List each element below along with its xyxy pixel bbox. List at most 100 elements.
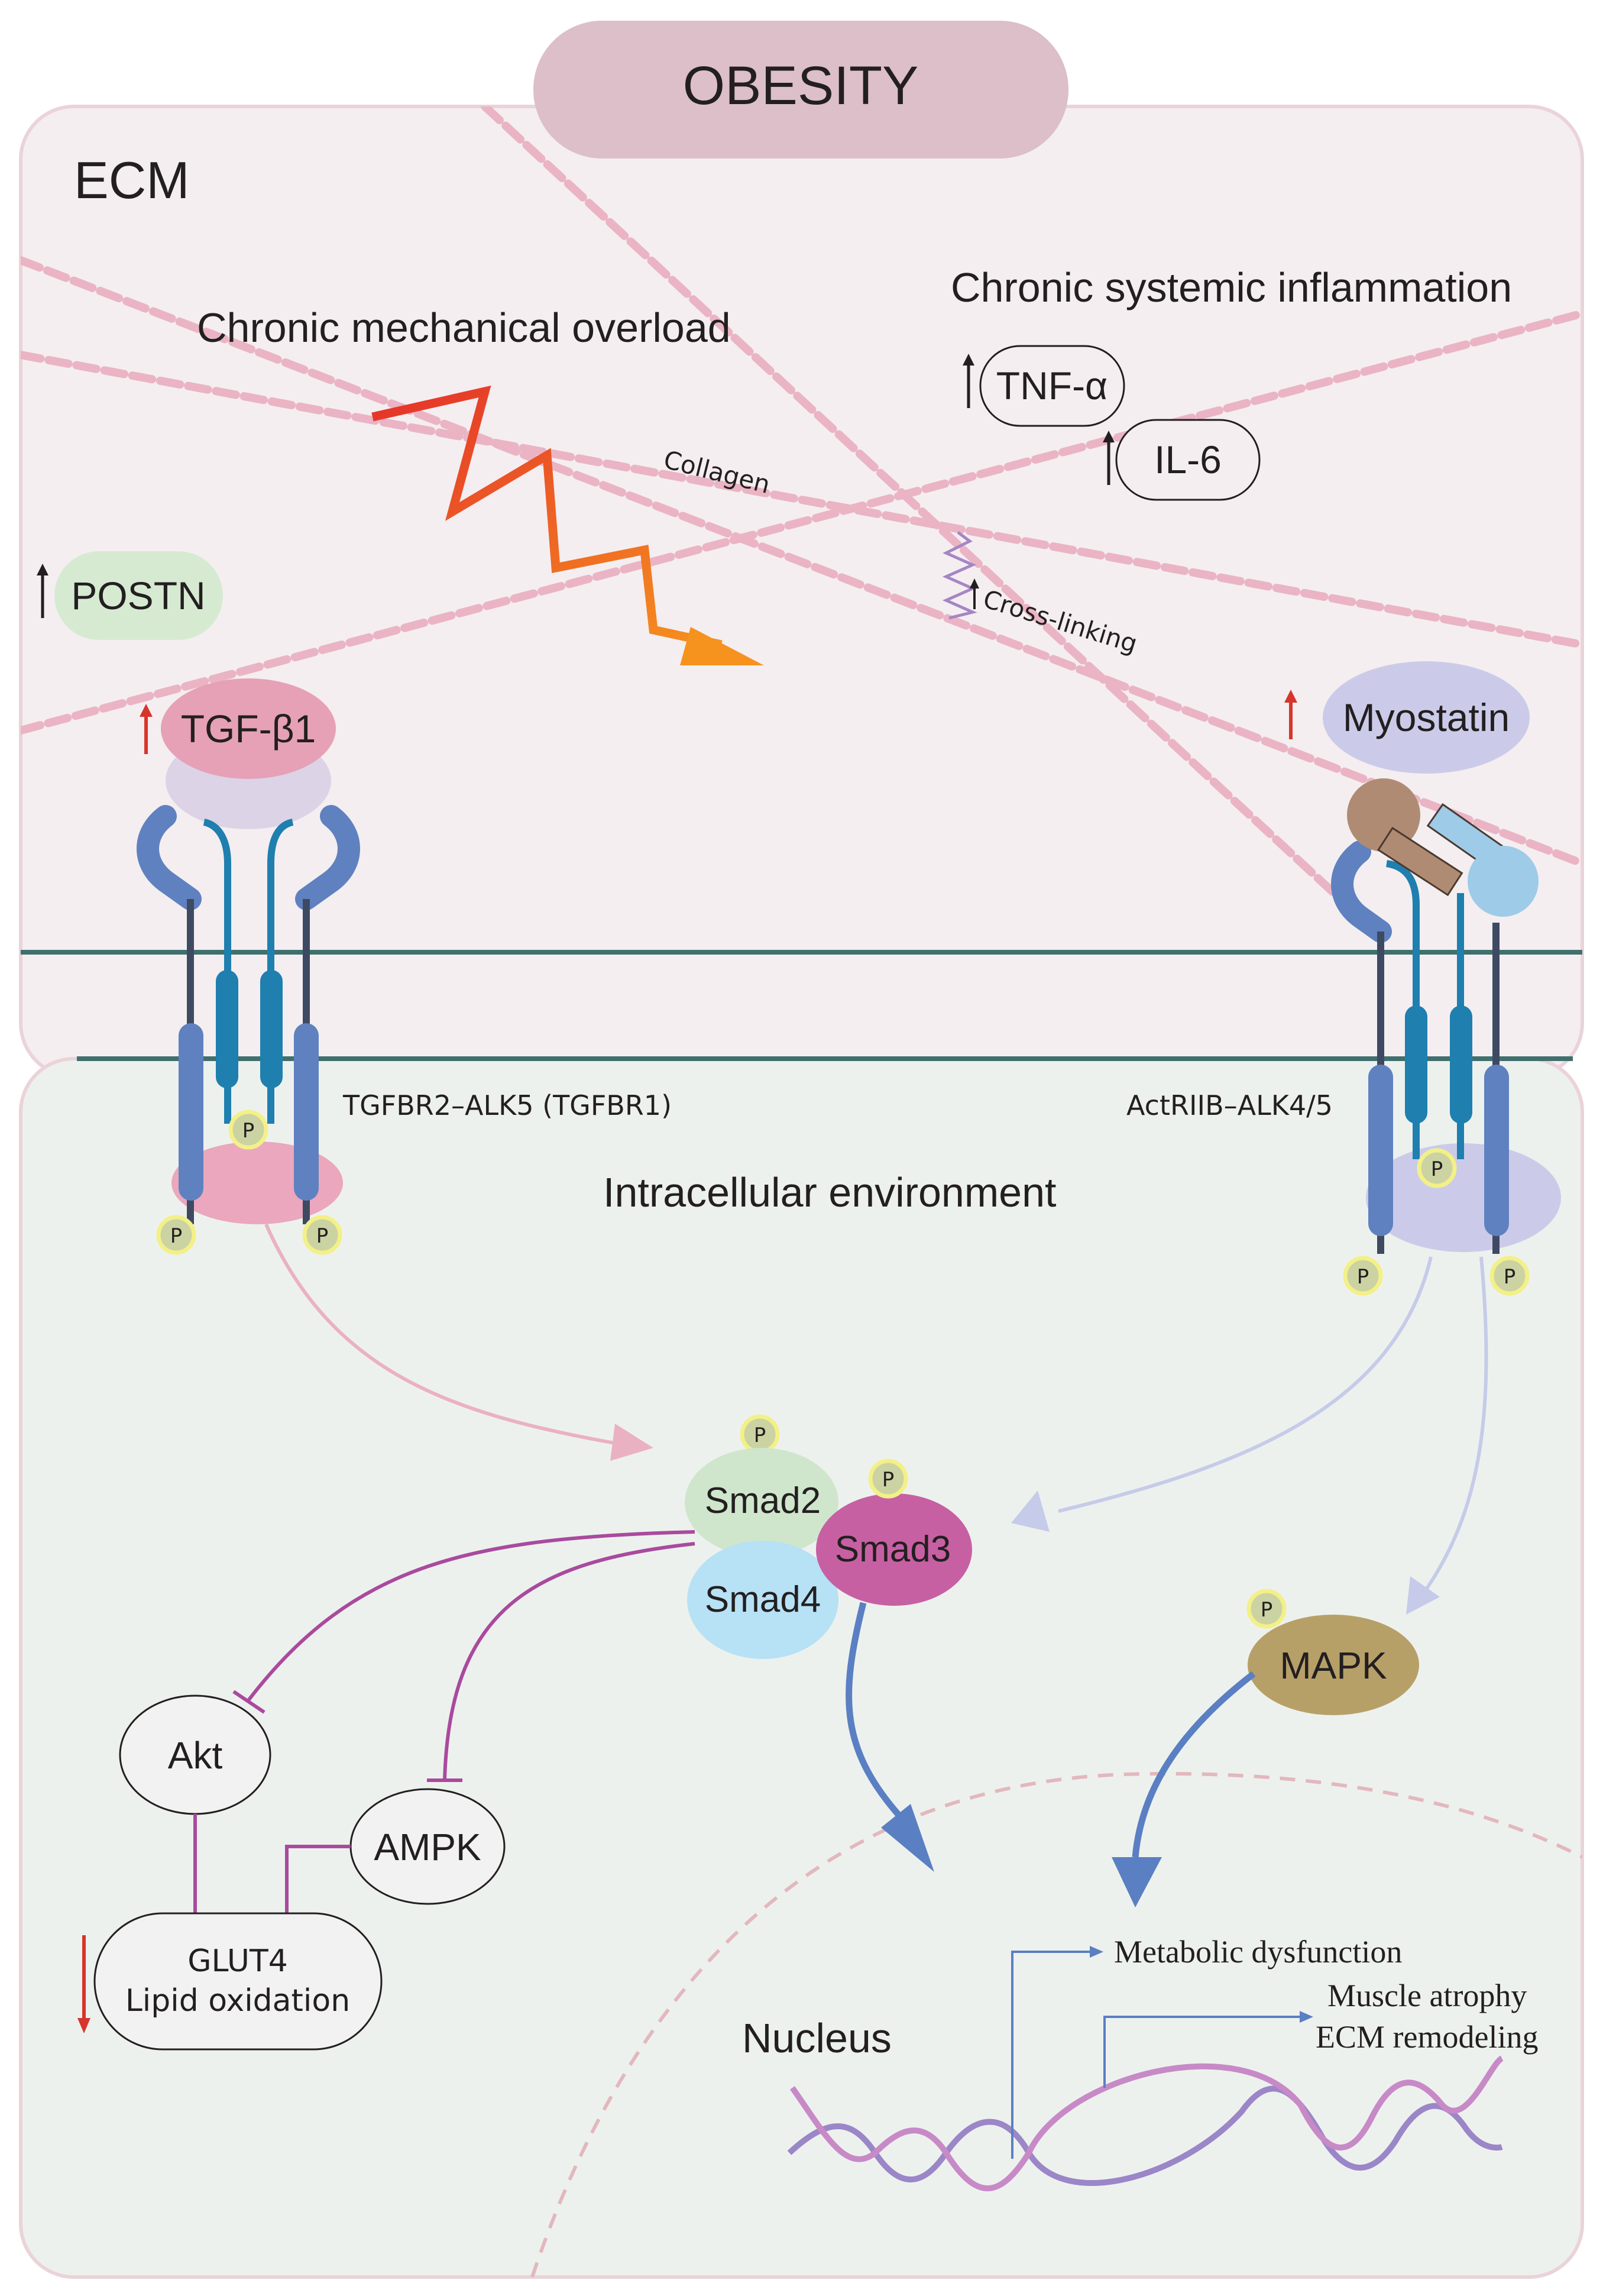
up-arrow-head-icon bbox=[970, 578, 979, 588]
smad3-label: Smad3 bbox=[835, 1529, 951, 1570]
tgf-beta1-label: TGF-β1 bbox=[181, 707, 316, 751]
mapk: MAPK P bbox=[1246, 1589, 1419, 1715]
postn: POSTN bbox=[37, 551, 223, 640]
actriib-kinase bbox=[1484, 1065, 1509, 1236]
act-receptor-base bbox=[1366, 1143, 1561, 1252]
dna-strand bbox=[789, 2055, 1504, 2191]
collagen-fiber bbox=[481, 106, 1370, 927]
transcription-arrowhead-icon bbox=[1090, 1946, 1103, 1958]
phospho-badge: P bbox=[1343, 1256, 1383, 1296]
il-6: IL-6 bbox=[1103, 419, 1261, 501]
phospho-badge: P bbox=[302, 1215, 342, 1255]
tgf-to-smad-arrowhead-icon bbox=[610, 1424, 653, 1461]
bolt-arrowhead-icon bbox=[680, 627, 764, 665]
tnf-alpha-pill bbox=[979, 345, 1125, 427]
ecm-remodeling-label: ECM remodeling bbox=[1316, 2019, 1538, 2055]
lipid-oxidation-label: Lipid oxidation bbox=[125, 1983, 350, 2019]
smad-to-nucleus-arrow bbox=[846, 1602, 908, 1824]
alk45-kinase bbox=[1405, 1005, 1427, 1124]
nucleus-envelope bbox=[530, 1771, 1582, 2277]
up-arrow-red-head-icon bbox=[1284, 690, 1297, 703]
il-6-label: IL-6 bbox=[1154, 438, 1222, 481]
intracellular-label: Intracellular environment bbox=[603, 1169, 1056, 1215]
phospho-badge: P bbox=[740, 1414, 780, 1454]
ecm-region bbox=[19, 105, 1584, 1078]
nucleus-label: Nucleus bbox=[742, 2015, 892, 2061]
transcription-arrow-metabolic bbox=[1011, 1951, 1091, 2159]
smad2-label: Smad2 bbox=[705, 1480, 821, 1521]
actriib-chain bbox=[1331, 840, 1392, 943]
ampk: AMPK bbox=[349, 1788, 506, 1905]
smad-inhibits-akt bbox=[247, 1530, 695, 1702]
mapk-to-nucleus-arrow bbox=[1132, 1671, 1256, 1858]
down-arrow-red-head-icon bbox=[77, 2018, 90, 2033]
dna-strand bbox=[787, 2085, 1503, 2186]
collagen-fibers bbox=[21, 106, 1582, 927]
act-receptor-label: ActRIIB–ALK4/5 bbox=[1126, 1089, 1333, 1121]
up-arrow-head-icon bbox=[37, 564, 48, 575]
svg-text:P: P bbox=[242, 1119, 255, 1143]
act-receptor-complex: Myostatin bbox=[1284, 661, 1561, 1254]
transcription-arrow-atrophy bbox=[1103, 2016, 1301, 2088]
ecm-label: ECM bbox=[74, 151, 190, 209]
alk45-chain bbox=[1385, 860, 1420, 1159]
smad4-label: Smad4 bbox=[705, 1579, 821, 1620]
act-to-mapk-arrowhead-icon bbox=[1406, 1576, 1440, 1615]
collagen-fiber bbox=[21, 351, 1582, 649]
obesity-banner bbox=[533, 21, 1068, 159]
phospho-badge: P bbox=[156, 1215, 196, 1255]
svg-text:P: P bbox=[170, 1224, 183, 1248]
metabolic-dysfunction-label: Metabolic dysfunction bbox=[1114, 1934, 1402, 1970]
collagen-fiber bbox=[21, 309, 1582, 735]
phospho-badge: P bbox=[1417, 1148, 1457, 1188]
akt: Akt bbox=[119, 1694, 271, 1815]
svg-text:P: P bbox=[754, 1424, 766, 1447]
muscle-atrophy-label: Muscle atrophy bbox=[1327, 1978, 1527, 2013]
tgf-receptor-label: TGFBR2–ALK5 (TGFBR1) bbox=[342, 1089, 672, 1121]
obesity-title: OBESITY bbox=[683, 56, 919, 116]
glut4-lipid-node bbox=[93, 1912, 383, 2051]
tgfbr2-kinase bbox=[294, 1023, 319, 1201]
mapk-to-nucleus-arrowhead-icon bbox=[1112, 1857, 1162, 1907]
phospho-badges: P P P P P P bbox=[156, 1110, 1530, 1296]
phospho-badge: P bbox=[228, 1110, 268, 1150]
svg-text:P: P bbox=[1431, 1157, 1443, 1181]
tnf-alpha-label: TNF-α bbox=[996, 364, 1107, 408]
act-to-smad-arrow bbox=[1058, 1256, 1433, 1513]
glut4-lipid: GLUT4 Lipid oxidation bbox=[77, 1912, 383, 2051]
crosslink-zigzag-icon bbox=[942, 531, 977, 620]
akt-inhibition-bar bbox=[232, 1690, 265, 1714]
mapk-node bbox=[1248, 1615, 1419, 1715]
alk45-kinase bbox=[1450, 1005, 1472, 1124]
up-arrow-red-head-icon bbox=[140, 704, 153, 717]
mechanical-overload-label: Chronic mechanical overload bbox=[197, 305, 731, 351]
tgfbr2-kinase bbox=[179, 1023, 203, 1201]
ampk-label: AMPK bbox=[374, 1826, 481, 1868]
svg-text:P: P bbox=[316, 1224, 329, 1248]
postn-pill bbox=[54, 551, 223, 640]
phospho-badge: P bbox=[1489, 1256, 1530, 1296]
svg-text:P: P bbox=[1357, 1265, 1369, 1289]
svg-text:P: P bbox=[1504, 1265, 1516, 1289]
act-to-mapk-arrow bbox=[1423, 1256, 1488, 1592]
svg-text:P: P bbox=[1261, 1598, 1273, 1622]
lightning-bolt-icon bbox=[371, 385, 723, 649]
svg-text:P: P bbox=[882, 1468, 895, 1492]
smad4 bbox=[687, 1541, 838, 1659]
ampk-to-glut4-link bbox=[285, 1845, 351, 1913]
alk5-kinase bbox=[260, 970, 283, 1088]
smad-inhibits-ampk bbox=[443, 1542, 695, 1781]
transcription-arrowhead-icon bbox=[1300, 2011, 1313, 2023]
tgfbr2-chain bbox=[137, 805, 202, 910]
alk5-chain bbox=[203, 819, 231, 1124]
smad-to-nucleus-arrowhead-icon bbox=[881, 1804, 934, 1872]
actriib-kinase bbox=[1368, 1065, 1393, 1236]
il-6-pill bbox=[1115, 419, 1261, 501]
myostatin-label: Myostatin bbox=[1343, 696, 1510, 739]
up-arrow-head-icon bbox=[1103, 431, 1115, 442]
smad2 bbox=[685, 1448, 838, 1557]
phospho-badge: P bbox=[868, 1459, 908, 1499]
up-arrow-head-icon bbox=[963, 354, 974, 366]
mapk-label: MAPK bbox=[1280, 1644, 1387, 1687]
